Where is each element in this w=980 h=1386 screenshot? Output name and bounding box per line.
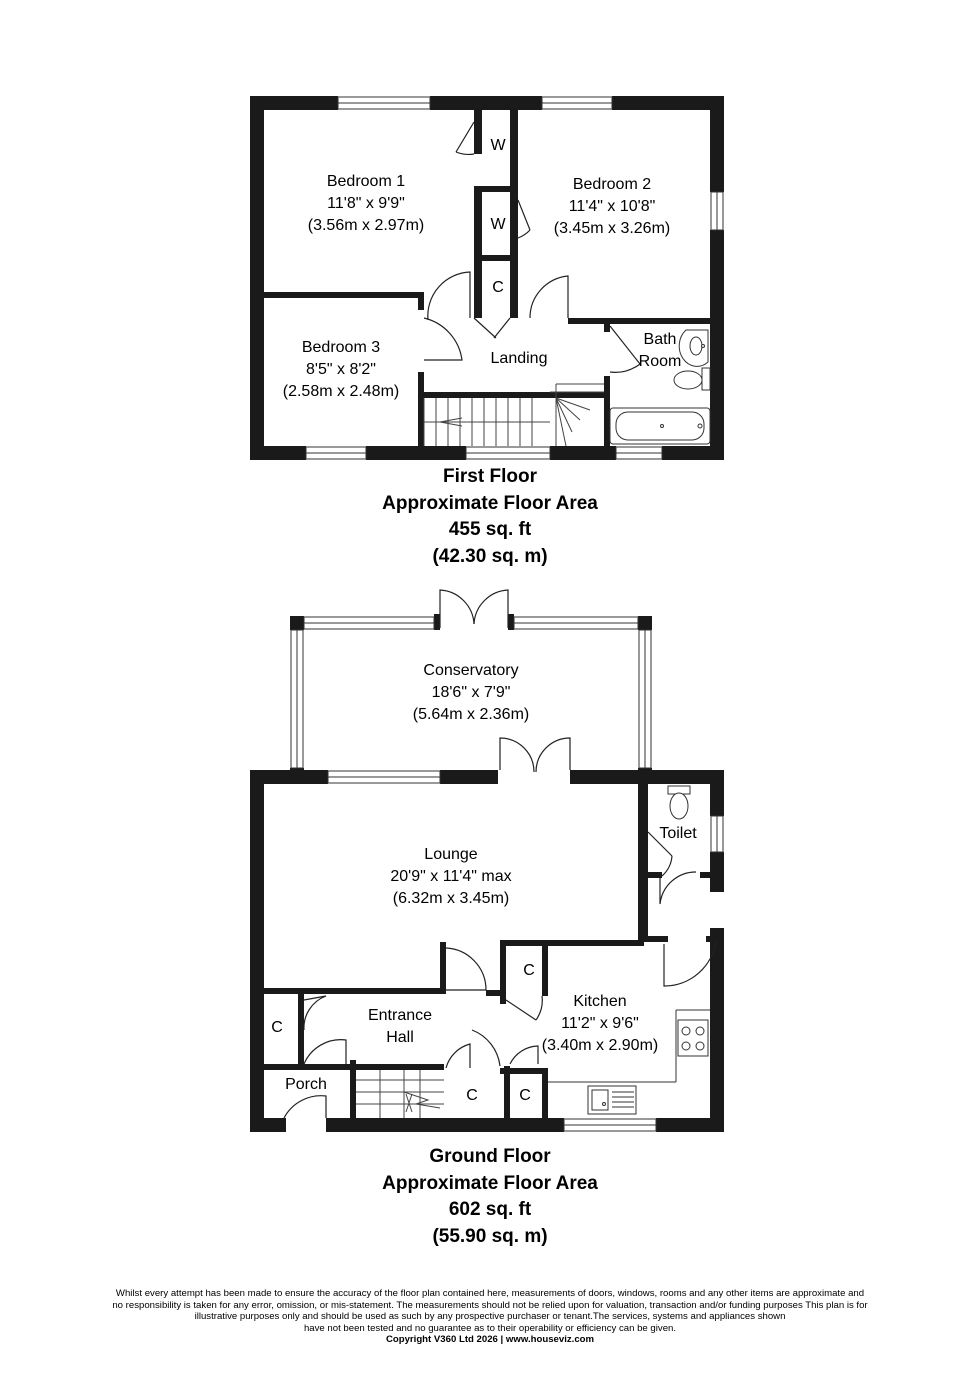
- first-floor-area-sqm: (42.30 sq. m): [432, 545, 548, 567]
- bedroom1-name: Bedroom 1: [327, 173, 405, 190]
- ground-floor-area-sqm: (55.90 sq. m): [432, 1225, 548, 1247]
- wardrobe2-label: W: [490, 216, 506, 233]
- ground-floor-windows: [327, 770, 724, 1132]
- landing-cupboard-label: C: [492, 279, 504, 296]
- disclaimer-line-2: no responsibility is taken for any error…: [112, 1299, 868, 1311]
- ground-floor-caption: Ground Floor Approximate Floor Area 602 …: [0, 1144, 980, 1250]
- wardrobe1-label: W: [490, 137, 506, 154]
- conservatory-metric: (5.64m x 2.36m): [413, 706, 529, 723]
- ground-floor-area-label: Approximate Floor Area: [382, 1172, 598, 1194]
- hall-cupboard-label: C: [271, 1019, 283, 1036]
- entrance-hall-line1: Entrance: [368, 1007, 432, 1024]
- copyright-notice: Copyright V360 Ltd 2026 | www.houseviz.c…: [385, 1334, 595, 1346]
- ground-floor-plan: [250, 770, 724, 1132]
- kitchen-name: Kitchen: [573, 993, 626, 1010]
- bedroom3-imperial: 8'5" x 8'2": [306, 361, 376, 378]
- kitchen-metric: (3.40m x 2.90m): [542, 1037, 658, 1054]
- kitchen-imperial: 11'2" x 9'6": [561, 1015, 639, 1032]
- bathroom-name-line2: Room: [639, 353, 682, 370]
- first-floor-plan: [250, 96, 724, 460]
- bathroom-name-line1: Bath: [644, 331, 677, 348]
- first-floor-labels: Bedroom 1 11'8" x 9'9" (3.56m x 2.97m) B…: [283, 137, 682, 400]
- understairs-cupboard-label: C: [466, 1087, 478, 1104]
- ground-floor-stairs: [356, 1070, 444, 1118]
- bedroom3-metric: (2.58m x 2.48m): [283, 383, 399, 400]
- first-floor-doors: [423, 121, 641, 373]
- first-floor-area-sqft: 455 sq. ft: [448, 519, 532, 540]
- bedroom1-imperial: 11'8" x 9'9": [327, 195, 405, 212]
- lounge-name: Lounge: [424, 846, 477, 863]
- landing-name: Landing: [491, 350, 548, 367]
- disclaimer-line-3: illustrative purposes only and should be…: [194, 1311, 786, 1323]
- conservatory-name: Conservatory: [423, 662, 518, 679]
- disclaimer: Whilst every attempt has been made to en…: [0, 1288, 980, 1346]
- lounge-imperial: 20'9" x 11'4" max: [390, 868, 511, 885]
- toilet-name: Toilet: [659, 825, 697, 842]
- disclaimer-line-1: Whilst every attempt has been made to en…: [115, 1288, 865, 1299]
- ground-floor-area-sqft: 602 sq. ft: [448, 1199, 532, 1220]
- ground-floor-doors: [283, 831, 717, 1119]
- first-floor-area-label: Approximate Floor Area: [382, 492, 598, 514]
- bedroom1-metric: (3.56m x 2.97m): [308, 217, 424, 234]
- kitchen-cupboard-label: C: [523, 962, 535, 979]
- bedroom2-imperial: 11'4" x 10'8": [569, 198, 656, 215]
- kitchen-fixtures: [548, 1009, 710, 1115]
- disclaimer-line-4: have not been tested and no guarantee as…: [303, 1322, 677, 1334]
- kitchen-lower-cupboard-label: C: [519, 1087, 531, 1104]
- entrance-hall-line2: Hall: [386, 1029, 414, 1046]
- first-floor-title: First Floor: [443, 466, 537, 487]
- first-floor-windows: [305, 96, 724, 460]
- bedroom3-name: Bedroom 3: [302, 339, 380, 356]
- first-floor-caption: First Floor Approximate Floor Area 455 s…: [0, 464, 980, 570]
- ground-floor-title: Ground Floor: [429, 1146, 551, 1167]
- first-floor-stairs: [423, 383, 604, 447]
- lounge-metric: (6.32m x 3.45m): [393, 890, 509, 907]
- ground-floor-labels: Conservatory 18'6" x 7'9" (5.64m x 2.36m…: [271, 662, 697, 1104]
- conservatory-frame: [290, 589, 652, 778]
- porch-name: Porch: [285, 1076, 327, 1093]
- bedroom2-metric: (3.45m x 3.26m): [554, 220, 670, 237]
- toilet-fixture: [667, 785, 691, 820]
- conservatory-imperial: 18'6" x 7'9": [432, 684, 511, 701]
- bedroom2-name: Bedroom 2: [573, 176, 651, 193]
- bathroom-fixtures: [609, 329, 711, 445]
